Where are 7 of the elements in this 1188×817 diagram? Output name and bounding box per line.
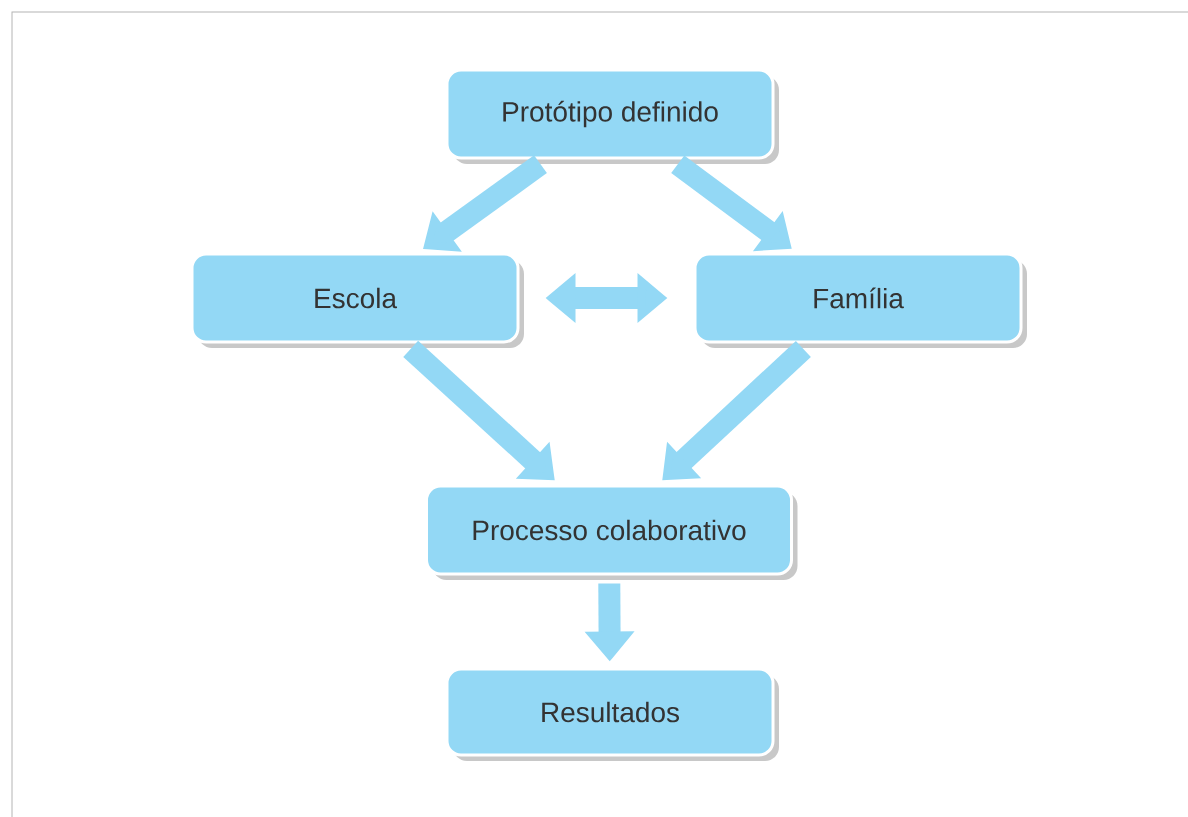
- process-box: Família: [693, 252, 1027, 348]
- process-box: Escola: [190, 252, 524, 348]
- arrow: [662, 340, 811, 481]
- process-box: Protótipo definido: [445, 68, 779, 164]
- process-box: Resultados: [445, 667, 779, 761]
- arrow: [403, 340, 555, 481]
- process-box: Processo colaborativo: [425, 484, 798, 580]
